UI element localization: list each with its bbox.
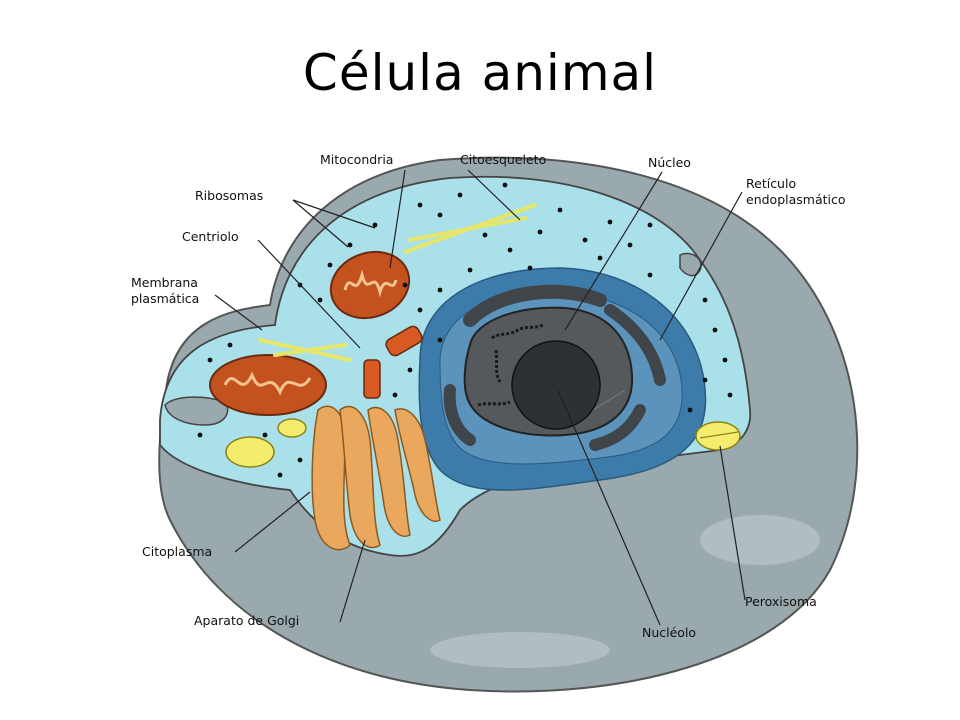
label-mitocondria: Mitocondria <box>320 152 393 167</box>
label-peroxisoma: Peroxisoma <box>745 594 817 609</box>
mitochondrion-top <box>329 250 411 320</box>
label-citoplasma: Citoplasma <box>142 544 212 559</box>
label-nucleolo: Nucléolo <box>642 625 696 640</box>
label-membrana-1: Membrana <box>131 275 198 290</box>
nucleolus <box>511 340 601 430</box>
label-reticulo-1: Retículo <box>746 176 796 191</box>
peroxisome <box>695 421 741 451</box>
label-golgi: Aparato de Golgi <box>194 613 299 628</box>
label-ribosomas: Ribosomas <box>195 188 263 203</box>
page-title: Célula animal <box>302 44 658 102</box>
centriole-2 <box>363 359 381 399</box>
label-reticulo-2: endoplasmático <box>746 192 846 207</box>
label-membrana-2: plasmática <box>131 291 199 306</box>
label-nucleo: Núcleo <box>648 155 691 170</box>
mitochondrion-left <box>209 354 327 416</box>
label-centriolo: Centriolo <box>182 229 239 244</box>
ribosomes <box>197 182 733 478</box>
label-citoesqueleto: Citoesqueleto <box>460 152 546 167</box>
golgi-apparatus <box>311 405 441 551</box>
centriole-1 <box>385 325 423 357</box>
